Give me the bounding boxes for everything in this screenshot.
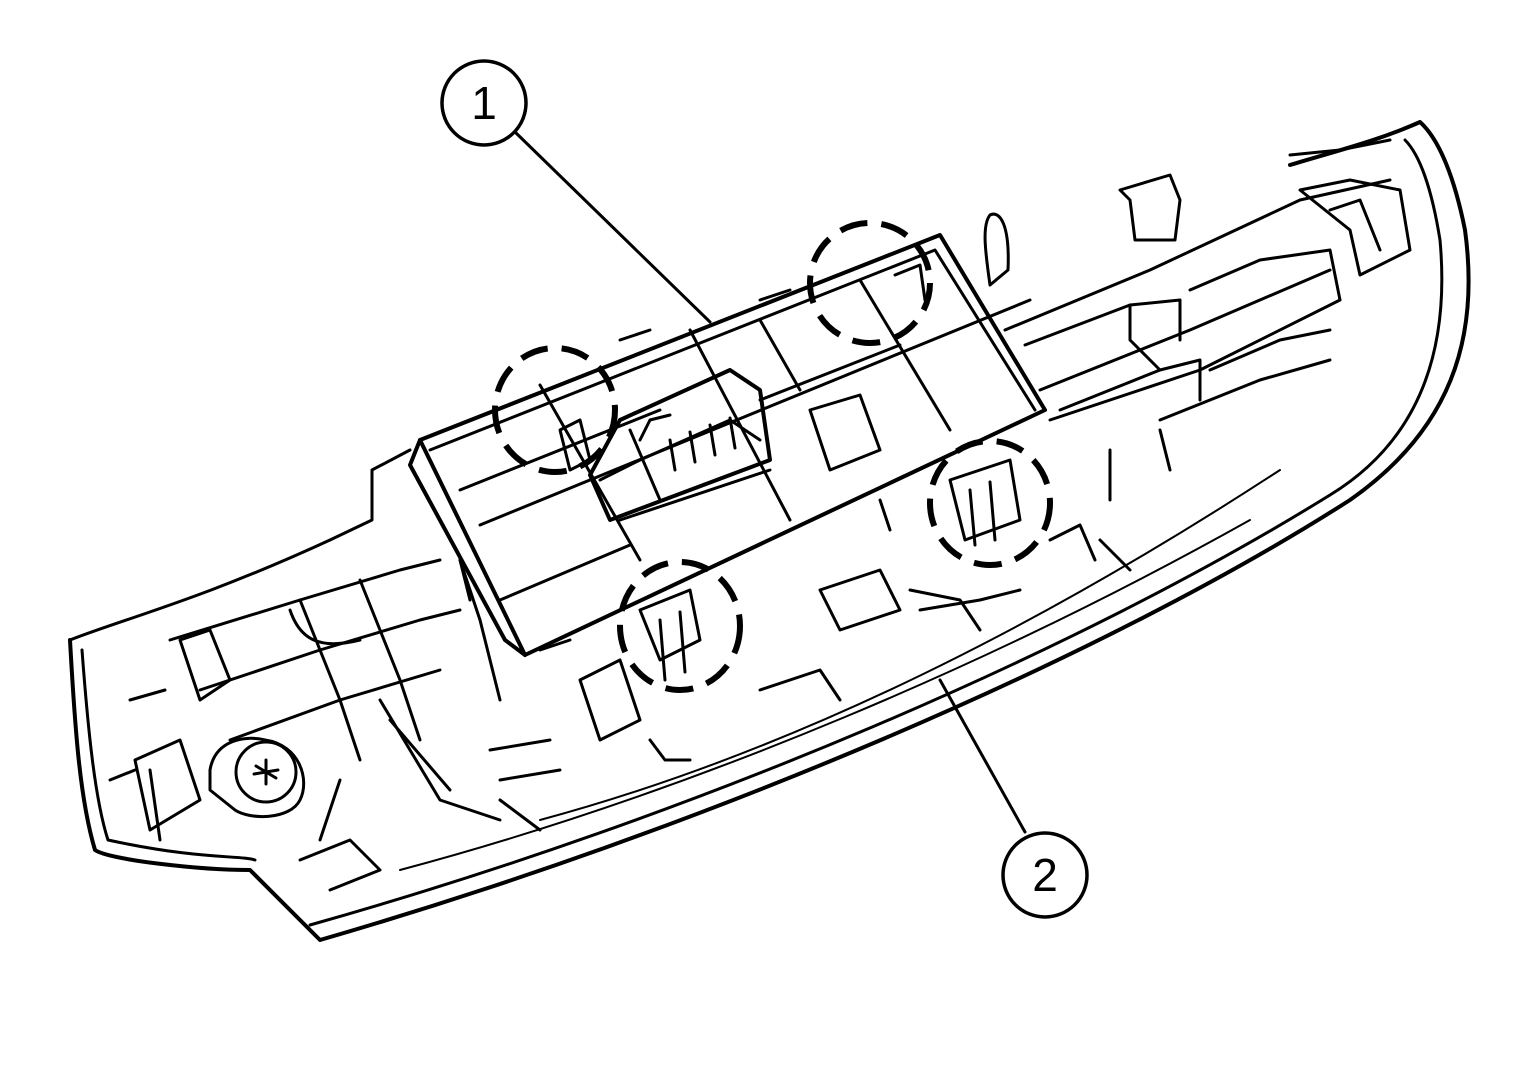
clip-circle-upper-right bbox=[807, 220, 933, 346]
callout-1-label: 1 bbox=[471, 77, 497, 129]
callout-2: 2 bbox=[1001, 831, 1089, 919]
leader-line-2 bbox=[938, 678, 1027, 834]
clip-circle-upper-left bbox=[492, 345, 618, 475]
callout-1: 1 bbox=[440, 59, 528, 147]
leader-line-1 bbox=[513, 130, 712, 324]
clip-circle-lower-left bbox=[617, 559, 743, 693]
bezel-housing bbox=[68, 120, 1471, 942]
switch-module bbox=[408, 233, 1047, 682]
clip-circle-lower-right bbox=[927, 438, 1053, 568]
callout-2-label: 2 bbox=[1032, 849, 1058, 901]
clip-highlight-circles bbox=[492, 220, 1053, 693]
